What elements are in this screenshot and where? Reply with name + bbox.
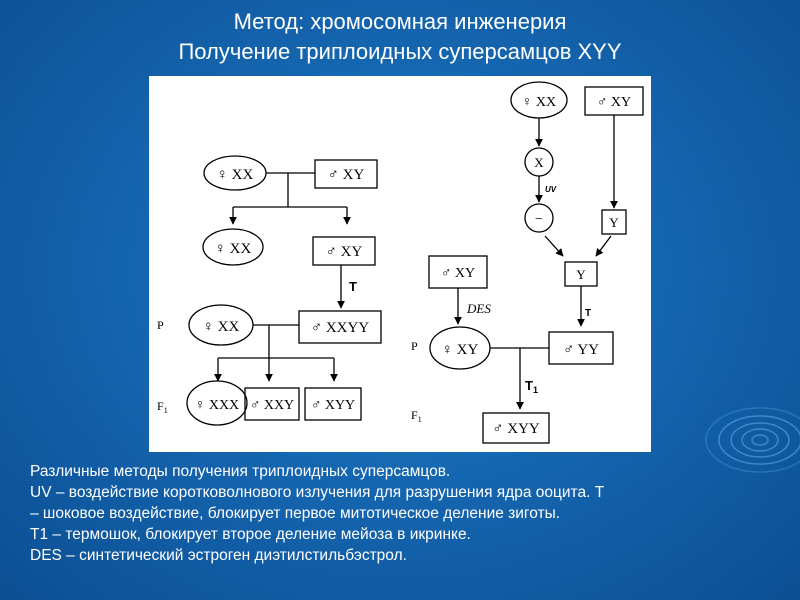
- left-p-male-node: [298, 310, 382, 344]
- right-y-small-label: Y: [609, 215, 619, 230]
- right-male-label: ♂ XY: [597, 95, 631, 110]
- right-f1-node-label: ♂ XYY: [492, 421, 540, 437]
- title-line-1: Метод: хромосомная инженерия: [233, 9, 567, 34]
- right-f1-label: F1: [411, 408, 422, 424]
- diagram: ♀ XX ♂ XY ♀ XX ♂ XY T P ♀ XX ♂ XXYY F1 ♀…: [157, 81, 644, 444]
- right-minus-node: [524, 203, 554, 233]
- right-p-male-label: ♂ YY: [563, 342, 599, 358]
- title-line-2: Получение триплоидных суперсамцов XYY: [178, 39, 622, 64]
- left-child-male-node: [312, 236, 376, 266]
- right-y-combined-label: Y: [576, 267, 586, 282]
- left-child-female-label: ♀ XX: [215, 241, 252, 257]
- left-f1-label: F1: [157, 399, 168, 415]
- right-y-small-node: [601, 209, 627, 235]
- right-des-label: DES: [466, 301, 491, 316]
- left-parent-male-node: [314, 159, 378, 189]
- right-scheme: [428, 81, 644, 444]
- caption: Различные методы получения триплоидных с…: [30, 461, 780, 566]
- caption-line-1: Различные методы получения триплоидных с…: [30, 463, 451, 480]
- right-x-label: X: [534, 155, 544, 170]
- left-f1-b-node: [244, 387, 300, 421]
- caption-line-2: UV – воздействие коротковолнового излуче…: [30, 484, 605, 501]
- left-parent-female-label: ♀ XX: [217, 167, 254, 183]
- left-scheme: [186, 155, 382, 426]
- right-des-male-label: ♂ XY: [441, 266, 475, 281]
- right-female-label: ♀ XX: [522, 95, 556, 110]
- left-f1-b-label: ♂ XXY: [250, 398, 294, 413]
- diagram-panel: ♀ XX ♂ XY ♀ XX ♂ XY T P ♀ XX ♂ XXYY F1 ♀…: [149, 76, 651, 452]
- right-t-label: T: [585, 308, 591, 319]
- right-t1-label: T1: [525, 378, 538, 395]
- left-treatment-label: T: [349, 279, 357, 294]
- left-child-male-label: ♂ XY: [326, 244, 363, 260]
- left-p-male-label: ♂ XXYY: [311, 320, 369, 336]
- left-parent-male-label: ♂ XY: [328, 167, 365, 183]
- left-p-label: P: [157, 318, 164, 332]
- right-minus-label: −: [535, 212, 543, 227]
- right-uv-label: UV: [545, 185, 557, 194]
- left-f1-a-node: [186, 380, 248, 426]
- left-f1-a-label: ♀ XXX: [195, 398, 239, 413]
- left-child-female-node: [202, 228, 264, 266]
- right-p-female-label: ♀ XY: [442, 342, 479, 358]
- right-p-label: P: [411, 339, 418, 353]
- caption-line-5: DES – синтетический эстроген диэтилстиль…: [30, 547, 407, 564]
- left-p-female-label: ♀ XX: [203, 319, 240, 335]
- caption-line-4: T1 – термошок, блокирует второе деление …: [30, 526, 471, 543]
- right-f1-node: [482, 412, 550, 444]
- ripple-decoration: [705, 407, 800, 473]
- left-f1-c-label: ♂ XYY: [311, 398, 355, 413]
- left-f1-c-node: [304, 387, 362, 421]
- caption-line-3: – шоковое воздействие, блокирует первое …: [30, 505, 561, 522]
